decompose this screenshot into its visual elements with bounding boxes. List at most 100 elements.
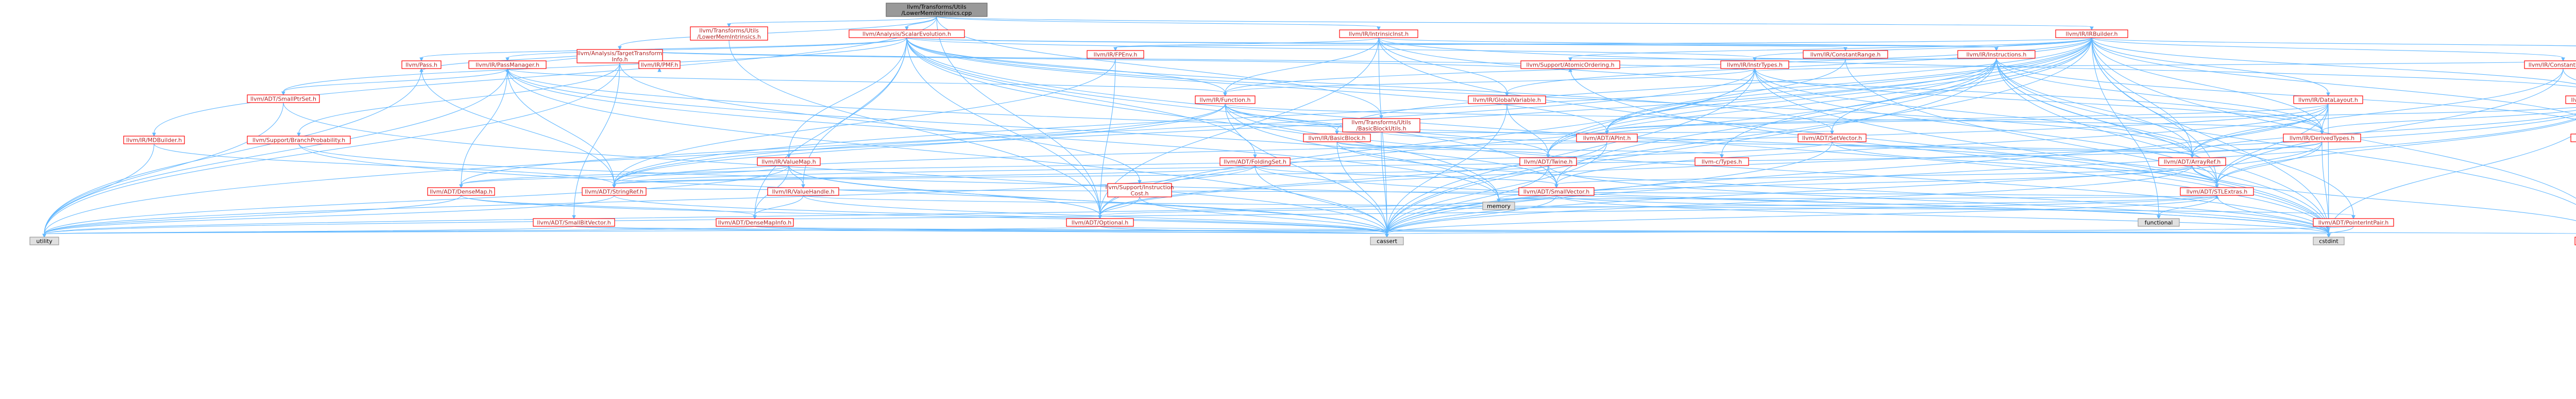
node-label: llvm/ADT/STLExtras.h [2187,189,2248,195]
header-node-stlextras_h[interactable]: llvm/ADT/STLExtras.h [2180,187,2254,196]
edge-arrowhead [2351,215,2355,220]
header-node-constantfolder_h[interactable]: llvm/IR/ConstantFolder.h [2524,60,2576,69]
header-node-stringref_h[interactable]: llvm/ADT/StringRef.h [582,187,647,196]
node-box [468,60,547,69]
header-node-pass_h[interactable]: llvm/Pass.h [401,60,442,69]
edge-line [1548,165,1557,185]
edge-arrowhead [1830,130,1834,135]
header-node-datalayout_h[interactable]: llvm/IR/DataLayout.h [2293,95,2363,104]
edge-arrowhead [1605,130,1609,135]
header-node-constant_h[interactable]: llvm/IR/Constant.h [2570,134,2576,142]
edge-line [936,16,1379,27]
header-node-twine_h[interactable]: llvm/ADT/Twine.h [1519,157,1577,166]
edge-arrowhead [618,46,622,51]
edge-line [421,68,615,185]
edge-line [1556,103,2329,185]
header-node-none_h[interactable]: llvm/ADT/None.h [2574,237,2576,245]
header-node-basicblock_h[interactable]: llvm/IR/BasicBlock.h [1303,134,1371,142]
header-node-ctypes_h[interactable]: llvm-c/Types.h [1694,157,1749,166]
header-node-atomicordering_h[interactable]: llvm/Support/AtomicOrdering.h [1520,60,1620,69]
header-node-inittypes_h[interactable]: llvm/IR/InstrTypes.h [1720,60,1789,69]
header-node-branchprob_h[interactable]: llvm/Support/BranchProbability.h [247,136,351,144]
system-header-node-memory: memory [1482,202,1515,210]
edge-line [44,37,2092,235]
header-node-passmanager_h[interactable]: llvm/IR/PassManager.h [468,60,547,69]
header-node-lmi_h[interactable]: llvm/Transforms/Utils/LowerMemIntrinsics… [690,26,768,41]
edge-root-to-irbuilder_h [936,16,2094,31]
system-header-node-functional: functional [2138,218,2180,227]
edge-arrowhead [1497,198,1501,203]
edge-line [44,62,620,235]
header-node-apint_h[interactable]: llvm/ADT/APInt.h [1576,134,1638,142]
header-node-foldingset_h[interactable]: llvm/ADT/FoldingSet.h [1219,157,1291,166]
edge-line [2091,37,2576,85]
node-label: llvm/Transforms/Utils [1351,119,1411,126]
node-label: llvm/Pass.h [405,62,437,69]
header-node-instructions_h[interactable]: llvm/IR/Instructions.h [1957,50,2036,59]
node-box [2180,187,2254,196]
edge-se_h-to-passmanager_h [505,37,907,62]
header-node-bbutils_h[interactable]: llvm/Transforms/Utils/BasicBlockUtils.h [1342,118,1420,132]
edge-line [788,165,1387,235]
edge-line [2091,37,2564,58]
node-box [582,187,647,196]
node-box [2158,157,2226,166]
header-node-smallvector_h[interactable]: llvm/ADT/SmallVector.h [1518,187,1595,196]
header-node-optional_h[interactable]: llvm/ADT/Optional.h [1066,218,1134,227]
system-header-node-utility: utility [29,237,59,245]
edge-line [44,195,462,235]
header-node-se_h[interactable]: llvm/Analysis/ScalarEvolution.h [849,29,965,38]
header-node-setvector_h[interactable]: llvm/ADT/SetVector.h [1798,134,1867,142]
edge-constants_h-to-derivedtypes_h [2320,110,2576,135]
node-label: llvm/IR/DerivedTypes.h [2290,135,2354,142]
header-node-function_h[interactable]: llvm/IR/Function.h [1195,95,1256,104]
edge-line [619,49,1571,72]
edge-line [906,37,1256,155]
header-node-densemap_h[interactable]: llvm/ADT/DenseMap.h [427,187,495,196]
header-node-irbuilder_h[interactable]: llvm/IR/IRBuilder.h [2055,29,2128,38]
edge-line [1832,141,2193,155]
header-node-constantrange_h[interactable]: llvm/IR/ConstantRange.h [1803,50,1888,59]
edge-line [936,16,1100,216]
edge-line [1099,196,1140,216]
edge-arrowhead [787,154,791,159]
header-node-constants_h[interactable]: llvm/IR/Constants.h [2565,95,2576,104]
edge-line [44,102,284,235]
node-label: /LowerMemIntrinsics.cpp [902,10,972,16]
header-node-mdbuilder_h[interactable]: llvm/IR/MDBuilder.h [123,136,185,144]
header-node-densemapinfo_h[interactable]: llvm/ADT/DenseMapInfo.h [716,218,794,227]
edge-inittypes_h-to-stringref_h [612,68,1755,189]
edge-irbuilder_h-to-debugloc_h [2091,37,2576,46]
edge-arrowhead [459,184,463,189]
node-box [1087,50,1144,59]
node-label: llvm/ADT/SetVector.h [1802,135,1862,142]
edge-line [507,68,1226,93]
node-label: llvm/IR/PMF.h [641,62,679,69]
header-node-valuehandle_h[interactable]: llvm/IR/ValueHandle.h [767,187,839,196]
header-node-smallbitvector_h[interactable]: llvm/ADT/SmallBitVector.h [533,218,615,227]
header-node-pmf_h[interactable]: llvm/IR/PMF.h [638,60,681,69]
edge-arrowhead [657,68,662,72]
header-node-arrayref_h[interactable]: llvm/ADT/ArrayRef.h [2158,157,2226,166]
edge-instcost_h-to-optional_h [1098,196,1140,220]
header-node-derivedtypes_h[interactable]: llvm/IR/DerivedTypes.h [2283,134,2361,142]
edge-intrinsicinst_h-to-fpenv_h [1113,37,1379,52]
edge-line [1754,68,2193,155]
header-node-ptrintpair_h[interactable]: llvm/ADT/PointerIntPair.h [2313,218,2394,227]
header-node-smallptrset_h[interactable]: llvm/ADT/SmallPtrSet.h [247,94,320,103]
header-node-globalvariable_h[interactable]: llvm/IR/GlobalVariable.h [1468,95,1546,104]
node-box [533,218,615,227]
node-label: llvm/IR/FPEnv.h [1094,52,1138,58]
edge-line [1754,68,2323,131]
node-box [1219,157,1291,166]
header-node-valuemap_h[interactable]: llvm/IR/ValueMap.h [757,157,821,166]
edge-line [1378,37,1387,235]
edge-line [1386,68,1755,235]
edge-line [2192,165,2217,185]
header-node-intrinsicinst_h[interactable]: llvm/IR/IntrinsicInst.h [1339,29,1418,38]
edge-basicblock_h-to-twine_h [1336,141,1550,159]
header-node-fpenv_h[interactable]: llvm/IR/FPEnv.h [1087,50,1144,59]
edge-line [507,68,1499,200]
